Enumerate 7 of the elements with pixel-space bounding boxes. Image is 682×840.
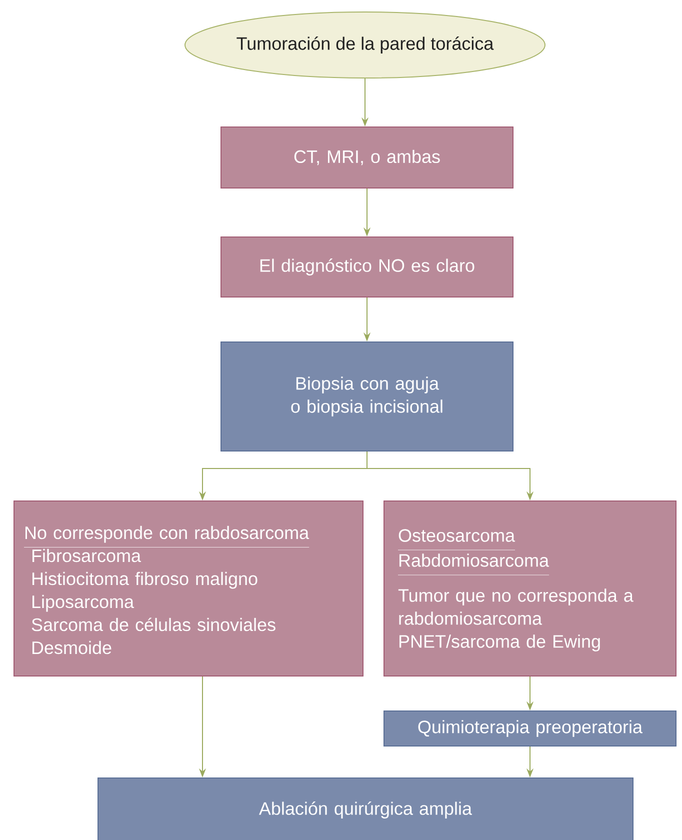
list-box: No corresponde con rabdosarcoma Fibrosarcoma Histiocitoma fibroso maligno Liposarcoma Sarcoma de células sinoviales Desmoide xyxy=(14,500,364,676)
list-box: Osteosarcoma Rabdomiosarcoma Tumor que no corresponda a rabdomiosarcoma PNET/sarcoma de Ewing xyxy=(384,500,676,676)
process-box: Ablación quirúrgica amplia xyxy=(98,778,634,840)
process-box: El diagnóstico NO es claro xyxy=(220,236,514,298)
process-box: CT, MRI, o ambas xyxy=(220,126,514,188)
process-box: Biopsia con aguja o biopsia incisional xyxy=(220,342,514,452)
process-box: Quimioterapia preoperatoria xyxy=(384,710,676,746)
